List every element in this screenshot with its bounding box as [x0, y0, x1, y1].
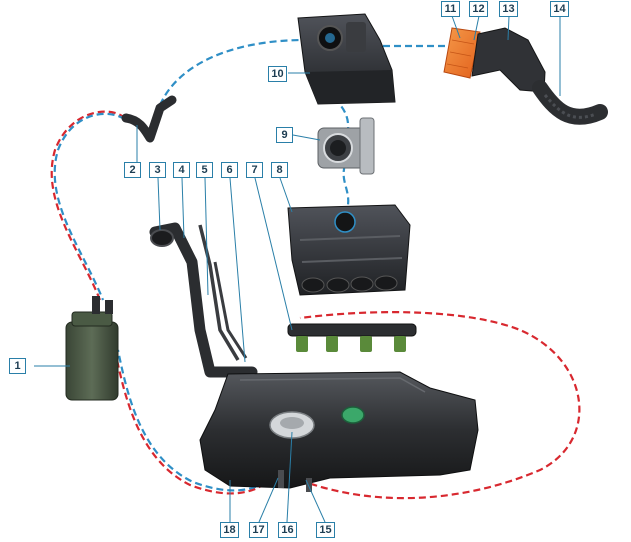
- callout-10: 10: [268, 66, 287, 82]
- filler-neck: [149, 222, 258, 378]
- callout-12: 12: [469, 1, 488, 17]
- callout-18: 18: [220, 522, 239, 538]
- intake-manifold: [287, 204, 411, 296]
- callout-3: 3: [149, 162, 166, 178]
- callout-4: 4: [173, 162, 190, 178]
- purge-valve: [121, 95, 177, 143]
- callout-7: 7: [246, 162, 263, 178]
- leader-lines: [34, 15, 561, 523]
- callout-5: 5: [196, 162, 213, 178]
- evap-canister: [65, 296, 119, 401]
- fuel-rail: [287, 323, 417, 352]
- air-line-throttle-to-manifold: [342, 164, 350, 206]
- fuel-tank: [199, 371, 479, 492]
- callout-9: 9: [276, 127, 293, 143]
- evap-line-canister-to-tank-red: [113, 349, 281, 495]
- callout-1: 1: [9, 358, 26, 374]
- callout-2: 2: [124, 162, 141, 178]
- callout-17: 17: [249, 522, 268, 538]
- throttle-body: [317, 117, 375, 175]
- fuel-injectors: [296, 336, 406, 352]
- evap-line-canister-to-valve-blue: [53, 112, 128, 301]
- callout-13: 13: [499, 1, 518, 17]
- callout-11: 11: [441, 1, 460, 17]
- callout-14: 14: [550, 1, 569, 17]
- evap-line-canister-to-valve-red: [50, 110, 126, 301]
- callout-6: 6: [221, 162, 238, 178]
- air-intake-duct: [471, 27, 608, 125]
- evap-line-valve-to-intake: [158, 38, 306, 106]
- manifold-runners: [301, 275, 398, 293]
- callout-16: 16: [278, 522, 297, 538]
- callout-15: 15: [316, 522, 335, 538]
- evap-line-canister-to-tank-blue: [116, 349, 284, 492]
- air-filter-element: [443, 27, 481, 79]
- callout-8: 8: [271, 162, 288, 178]
- air-filter-housing: [297, 13, 396, 105]
- filler-valve: [341, 406, 365, 424]
